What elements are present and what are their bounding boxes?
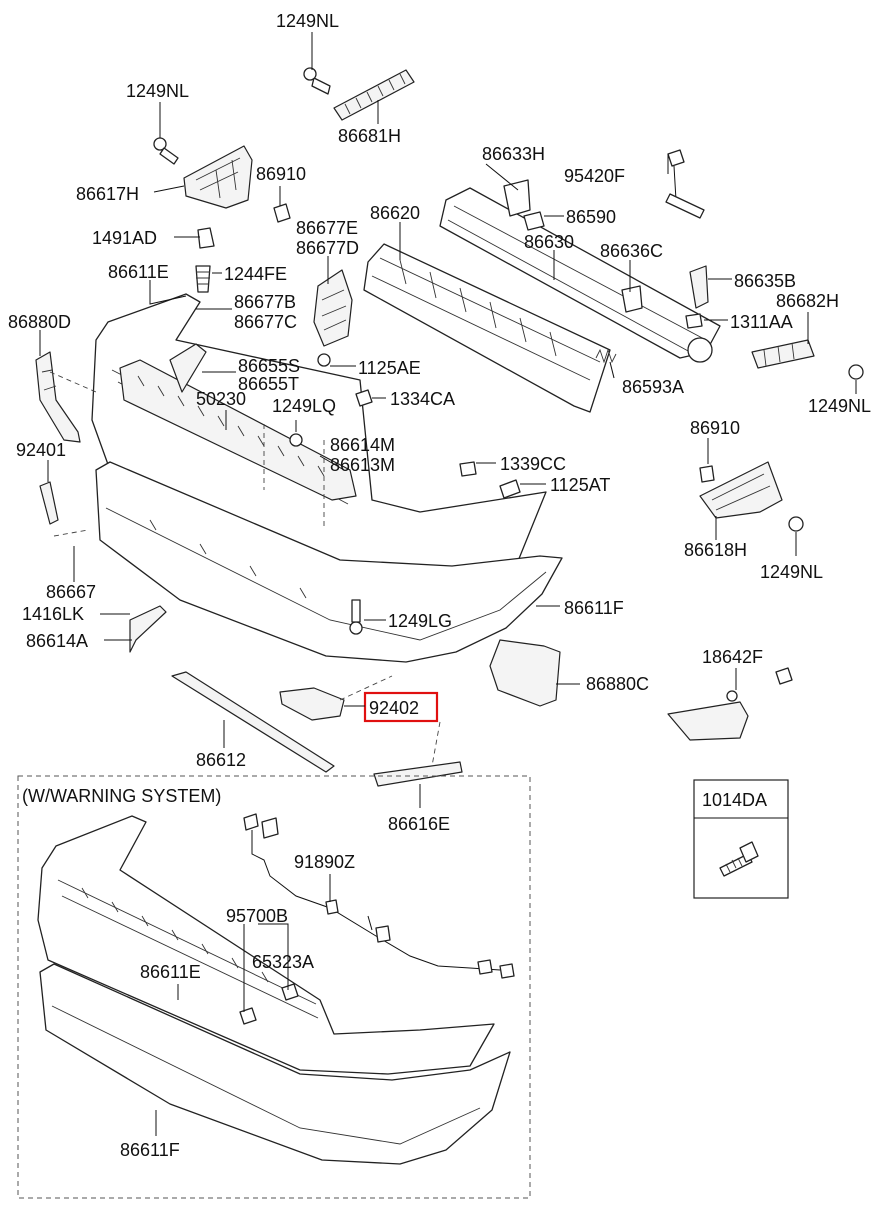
label-86655s: 86655S <box>238 356 300 376</box>
label-92401: 92401 <box>16 440 66 460</box>
warning-system-bumper-drawing <box>37 815 511 1165</box>
nut-86590-drawing <box>523 211 545 231</box>
spring-86593a-drawing <box>595 348 617 364</box>
rear-beam-86630-drawing <box>439 179 721 363</box>
label-86910-top: 86910 <box>256 164 306 184</box>
label-86590: 86590 <box>566 207 616 227</box>
label-86611e-inset: 86611E <box>140 962 201 982</box>
label-86630: 86630 <box>524 232 574 252</box>
bracket-86635b-drawing <box>689 265 709 309</box>
bracket-86880d-drawing <box>35 351 81 443</box>
part-labels: 1249NL 86681H 1249NL 86617H 86910 1491AD… <box>8 11 871 1160</box>
label-86681h: 86681H <box>338 126 401 146</box>
indicator-lines <box>49 371 441 767</box>
label-86593a: 86593A <box>622 377 684 397</box>
bracket-86617h-drawing <box>153 137 291 223</box>
label-1125at: 1125AT <box>550 475 610 495</box>
energy-absorber-86620-drawing <box>363 243 611 413</box>
bracket-86677e-drawing <box>313 269 353 347</box>
inset-section-title: (W/WARNING SYSTEM) <box>22 786 221 806</box>
label-86611f-inset: 86611F <box>120 1140 180 1160</box>
label-1244fe: 1244FE <box>224 264 287 284</box>
label-86677e: 86677E <box>296 218 358 238</box>
clip-1491ad-drawing <box>195 227 215 293</box>
warning-system-wiring-drawing <box>239 813 515 1025</box>
label-1311aa: 1311AA <box>730 312 793 332</box>
label-86616e: 86616E <box>388 814 450 834</box>
label-86614a: 86614A <box>26 631 88 651</box>
label-1491ad: 1491AD <box>92 228 157 248</box>
label-86635b: 86635B <box>734 271 796 291</box>
warning-system-inset-frame <box>17 775 531 1199</box>
bracket-86618h-drawing <box>699 461 804 532</box>
label-86636c: 86636C <box>600 241 663 261</box>
label-65323a: 65323A <box>252 952 314 972</box>
label-95420f: 95420F <box>564 166 625 186</box>
bracket-95420f-drawing <box>665 149 705 219</box>
bumper-cover-86611f-drawing <box>95 461 563 663</box>
label-1249nl-top: 1249NL <box>276 11 339 31</box>
label-86677b: 86677B <box>234 292 296 312</box>
bracket-86614a-drawing <box>129 605 167 653</box>
label-1416lk: 1416LK <box>22 604 84 624</box>
mudflap-86880c-drawing <box>489 639 561 707</box>
key-box-1014da <box>693 779 789 899</box>
label-1334ca: 1334CA <box>390 389 455 409</box>
label-1014da: 1014DA <box>702 790 767 810</box>
strip-86612-drawing <box>171 671 335 773</box>
label-1249nl-right2: 1249NL <box>760 562 823 582</box>
label-1249lg: 1249LG <box>388 611 452 631</box>
highlight-box-92402 <box>363 691 439 723</box>
nut-1311aa-drawing <box>685 313 703 329</box>
label-86618h: 86618H <box>684 540 747 560</box>
bracket-86681h-drawing <box>303 67 415 121</box>
label-95700b: 95700B <box>226 906 288 926</box>
label-1125ae: 1125AE <box>358 358 421 378</box>
label-50230: 50230 <box>196 389 246 409</box>
label-1339cc: 1339CC <box>500 454 566 474</box>
label-92402: 92402 <box>369 698 419 718</box>
label-91890z: 91890Z <box>294 852 355 872</box>
label-86667: 86667 <box>46 582 96 602</box>
fasteners-drawing <box>289 353 521 499</box>
label-1249nl-right: 1249NL <box>808 396 871 416</box>
label-86611f: 86611F <box>564 598 624 618</box>
label-86682h: 86682H <box>776 291 839 311</box>
bracket-86682h-drawing <box>751 339 864 380</box>
bumper-cover-86611e-drawing <box>91 293 547 569</box>
label-86620: 86620 <box>370 203 420 223</box>
reflector-92402-drawing <box>279 687 345 721</box>
reflector-92401-drawing <box>39 481 59 525</box>
label-86611e: 86611E <box>108 262 169 282</box>
label-86655t: 86655T <box>238 374 299 394</box>
label-86612: 86612 <box>196 750 246 770</box>
label-1249lq: 1249LQ <box>272 396 336 416</box>
label-18642f: 18642F <box>702 647 763 667</box>
label-86677c: 86677C <box>234 312 297 332</box>
label-86677d: 86677D <box>296 238 359 258</box>
label-86614m: 86614M <box>330 435 395 455</box>
label-1249nl-left: 1249NL <box>126 81 189 101</box>
label-86910-right: 86910 <box>690 418 740 438</box>
strip-86616e-drawing <box>373 761 463 787</box>
leader-lines <box>39 32 857 1136</box>
label-86613m: 86613M <box>330 455 395 475</box>
label-86880c: 86880C <box>586 674 649 694</box>
screw-1249lg-drawing <box>349 599 363 635</box>
label-86633h: 86633H <box>482 144 545 164</box>
label-86617h: 86617H <box>76 184 139 204</box>
lamp-18642f-drawing <box>667 667 793 741</box>
label-86880d: 86880D <box>8 312 71 332</box>
